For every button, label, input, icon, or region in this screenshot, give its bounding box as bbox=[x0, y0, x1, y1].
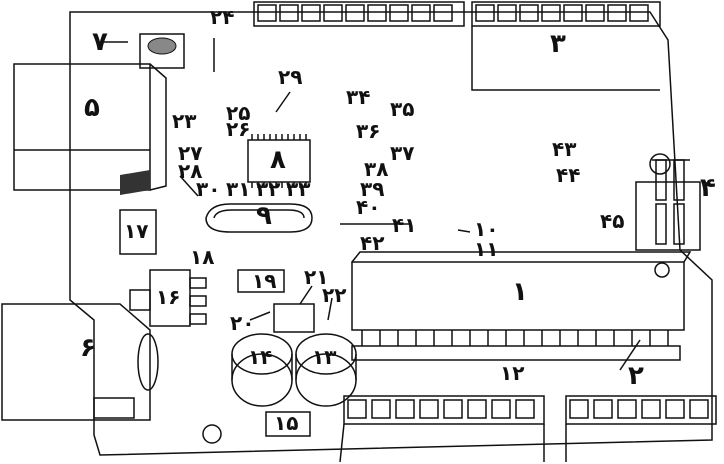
label-7: ۷ bbox=[92, 27, 108, 57]
label-28: ۲۸ bbox=[178, 159, 202, 183]
label-30: ۳۰ bbox=[196, 177, 220, 201]
label-5: ۵ bbox=[84, 93, 100, 123]
label-2: ۲ bbox=[628, 361, 644, 391]
label-22: ۲۲ bbox=[322, 283, 346, 307]
component-17 bbox=[119, 209, 157, 255]
bottom-header-right bbox=[565, 395, 717, 462]
power-jack bbox=[1, 303, 159, 421]
label-35: ۳۵ bbox=[390, 97, 414, 121]
label-13: ۱۳ bbox=[312, 345, 336, 369]
label-44: ۴۴ bbox=[556, 163, 580, 187]
label-21: ۲۱ bbox=[304, 265, 328, 289]
label-39: ۳۹ bbox=[360, 177, 384, 201]
label-4: ۴ bbox=[700, 173, 716, 203]
mount-hole bbox=[649, 153, 671, 175]
label-3: ۳ bbox=[550, 29, 566, 59]
label-32: ۳۲ bbox=[256, 177, 280, 201]
label-36: ۳۶ bbox=[356, 119, 380, 143]
label-14: ۱۴ bbox=[248, 345, 272, 369]
icsp-header bbox=[635, 159, 701, 251]
label-27: ۲۷ bbox=[178, 141, 202, 165]
usb-chip bbox=[247, 134, 311, 188]
label-25: ۲۵ bbox=[226, 101, 250, 125]
label-45: ۴۵ bbox=[600, 209, 624, 233]
label-38: ۳۸ bbox=[364, 157, 388, 181]
capacitor-13 bbox=[295, 333, 357, 407]
label-18: ۱۸ bbox=[190, 245, 214, 269]
main-mcu bbox=[351, 251, 692, 361]
label-9: ۹ bbox=[256, 201, 272, 231]
label-29: ۲۹ bbox=[278, 65, 302, 89]
label-11: ۱۱ bbox=[474, 237, 498, 261]
component-21 bbox=[273, 303, 315, 333]
usb-connector bbox=[13, 63, 167, 195]
label-24: ۲۴ bbox=[210, 5, 234, 29]
label-20: ۲۰ bbox=[230, 311, 254, 335]
label-1: ۱ bbox=[512, 277, 528, 307]
mount-hole bbox=[202, 424, 222, 444]
label-37: ۳۷ bbox=[390, 141, 414, 165]
reset-button bbox=[139, 33, 185, 69]
label-33: ۳۳ bbox=[286, 177, 310, 201]
label-40: ۴۰ bbox=[356, 195, 380, 219]
label-12: ۱۲ bbox=[500, 361, 524, 385]
label-41: ۴۱ bbox=[392, 213, 416, 237]
label-42: ۴۲ bbox=[360, 231, 384, 255]
mount-hole bbox=[654, 262, 670, 278]
top-header-right bbox=[471, 1, 661, 91]
voltage-regulator bbox=[129, 269, 207, 327]
bottom-header-left bbox=[339, 395, 545, 463]
label-31: ۳۱ bbox=[226, 177, 250, 201]
label-8: ۸ bbox=[270, 145, 286, 175]
component-15 bbox=[265, 411, 311, 437]
label-6: ۶ bbox=[80, 333, 96, 363]
label-26: ۲۶ bbox=[226, 117, 250, 141]
top-header-left bbox=[253, 1, 465, 27]
label-19: ۱۹ bbox=[252, 269, 276, 293]
label-34: ۳۴ bbox=[346, 85, 370, 109]
chip-19 bbox=[237, 269, 285, 293]
label-17: ۱۷ bbox=[124, 219, 148, 243]
label-23: ۲۳ bbox=[172, 109, 196, 133]
leader-lines bbox=[100, 38, 690, 371]
label-15: ۱۵ bbox=[274, 411, 298, 435]
label-43: ۴۳ bbox=[552, 137, 576, 161]
crystal bbox=[205, 203, 313, 233]
label-10: ۱۰ bbox=[474, 217, 498, 241]
label-16: ۱۶ bbox=[156, 285, 180, 309]
capacitor-14 bbox=[231, 333, 293, 407]
board-outline bbox=[69, 11, 713, 456]
